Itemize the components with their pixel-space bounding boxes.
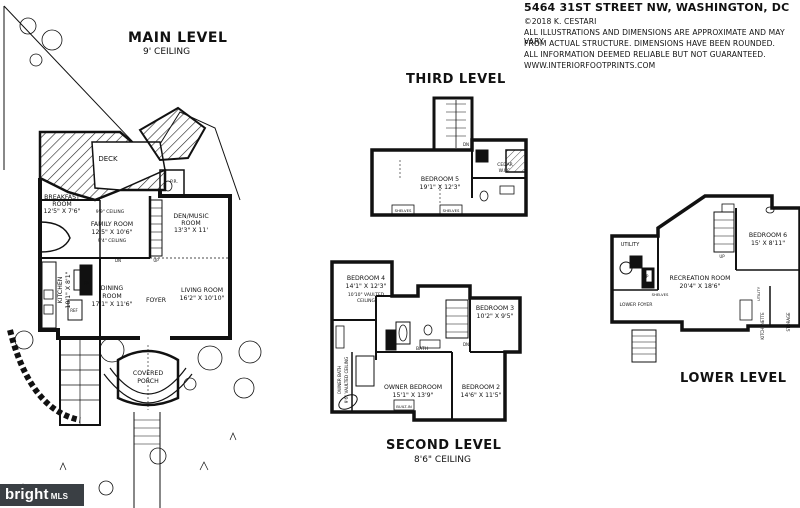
owner-bedroom-name: OWNER BEDROOM	[384, 384, 442, 391]
dn-label-third: DN	[463, 142, 469, 147]
built-in-label-second: BUILT-IN	[396, 404, 412, 409]
main-level-title: MAIN LEVEL	[128, 30, 228, 46]
lower-level-title: LOWER LEVEL	[680, 371, 787, 386]
dn-label-main: DN	[115, 258, 121, 263]
dining-room-name: DINING	[101, 285, 124, 292]
breakfast-room-dim: 12'5" X 7'6"	[44, 208, 81, 215]
bedroom2-dim: 14'6" X 11'5"	[461, 392, 502, 399]
main-level-plan	[3, 5, 262, 508]
deck-label: DECK	[98, 155, 118, 163]
disclaimer-line-2: FROM ACTUAL STRUCTURE. DIMENSIONS HAVE B…	[524, 39, 776, 48]
living-room-dim: 16'2" X 10'10"	[180, 295, 225, 302]
bedroom3-dim: 10'2" X 9'5"	[477, 313, 514, 320]
third-level-labels: BEDROOM 5 19'1" X 12'3" CEDAR W.I.C. SHE…	[395, 142, 513, 213]
owner-bedroom-dim: 15'1" X 13'9"	[393, 392, 434, 399]
bedroom4-note2: CEILING	[357, 298, 376, 304]
bedroom5-dim: 19'1" X 12'3"	[420, 184, 461, 191]
cedar-name2: W.I.C.	[499, 168, 512, 174]
family-room-name: FAMILY ROOM	[91, 221, 133, 228]
disclaimer-line-3: ALL INFORMATION DEEMED RELIABLE BUT NOT …	[524, 50, 766, 59]
main-level-labels: DECK BREAKFAST ROOM 12'5" X 7'6" 9'9" CE…	[44, 155, 225, 385]
family-note-bottom: 9'4" CEILING	[98, 238, 127, 244]
ref-label-main: REF	[70, 308, 78, 313]
up-label-lower: UP	[719, 254, 725, 259]
bedroom6-name: BEDROOM 6	[749, 232, 787, 239]
second-level-labels: BEDROOM 4 14'1" X 12'3" 10'10" VAULTED C…	[337, 275, 514, 409]
family-note-top: 9'9" CEILING	[96, 209, 125, 215]
kitchen-dim: 18'1" X 8'1"	[65, 271, 72, 308]
fp-label-lower: FP	[644, 274, 649, 279]
family-room-dim: 12'5" X 10'6"	[92, 229, 133, 236]
website-link[interactable]: WWW.INTERIORFOOTPRINTS.COM	[524, 61, 656, 70]
den-room-name: DEN/MUSIC	[173, 213, 208, 220]
second-level-title: SECOND LEVEL	[386, 438, 502, 453]
main-level-ceiling: 9' CEILING	[143, 47, 191, 57]
breakfast-room-name: BREAKFAST	[44, 194, 80, 201]
bedroom6-dim: 15' X 8'11"	[751, 240, 785, 247]
kitchenette-label: KITCHENETTE	[760, 312, 765, 340]
living-room-name: LIVING ROOM	[181, 287, 223, 294]
shelves-label-3b: SHELVES	[443, 208, 460, 213]
property-address: 5464 31ST STREET NW, WASHINGTON, DC	[524, 1, 790, 14]
logo-suffix: MLS	[50, 492, 69, 501]
bedroom4-name: BEDROOM 4	[347, 275, 385, 282]
utility-label: UTILITY	[621, 242, 641, 248]
bedroom2-name: BEDROOM 2	[462, 384, 500, 391]
porch-name2: PORCH	[137, 378, 159, 385]
recreation-room-dim: 20'4" X 18'6"	[680, 283, 721, 290]
cedar-name: CEDAR	[497, 162, 513, 168]
bedroom5-name: BEDROOM 5	[421, 176, 459, 183]
powder-room-label: P.R.	[170, 179, 178, 185]
disclaimer-line-1: ALL ILLUSTRATIONS AND DIMENSIONS ARE APP…	[524, 28, 785, 46]
second-level-ceiling: 8'6" CEILING	[414, 455, 471, 465]
up-label-main: UP	[153, 258, 159, 263]
bedroom3-name: BEDROOM 3	[476, 305, 514, 312]
den-room-dim: 13'3" X 11'	[174, 227, 208, 234]
logo-text: bright	[5, 486, 49, 503]
foyer-label: FOYER	[146, 297, 167, 304]
bath-label-second: BATH	[416, 346, 428, 352]
breakfast-room-name2: ROOM	[52, 201, 71, 208]
lower-level-labels: UTILITY RECREATION ROOM 20'4" X 18'6" BE…	[619, 232, 791, 340]
bedroom4-dim: 14'1" X 12'3"	[346, 283, 387, 290]
dining-room-dim: 17'1" X 11'6"	[92, 301, 133, 308]
kitchen-name: KITCHEN	[57, 276, 64, 303]
lower-level-plan	[610, 194, 800, 363]
third-level-plan	[370, 96, 528, 217]
third-level-title: THIRD LEVEL	[406, 72, 506, 87]
shelves-label-3a: SHELVES	[395, 208, 412, 213]
vaulted-ceiling-label: 9'6" VAULTED CEILING	[344, 357, 349, 404]
utility-label-small: UTILITY	[756, 286, 761, 301]
fp-label-main: FP	[84, 281, 89, 286]
second-level-plan	[330, 260, 522, 422]
owner-bath-label: OWNER BATH	[337, 366, 342, 395]
storage-label: STORAGE	[786, 312, 791, 332]
bedroom4-note: 10'10" VAULTED	[348, 292, 385, 298]
porch-name: COVERED	[133, 370, 163, 377]
dining-room-name2: ROOM	[102, 293, 121, 300]
copyright-line: ©2018 K. CESTARI	[524, 17, 597, 26]
dn-label-second: DN	[463, 342, 469, 347]
lower-foyer-label: LOWER FOYER	[619, 302, 653, 308]
shelves-label-lower: SHELVES	[652, 292, 669, 297]
recreation-room-name: RECREATION ROOM	[670, 275, 731, 282]
den-room-name2: ROOM	[181, 220, 200, 227]
